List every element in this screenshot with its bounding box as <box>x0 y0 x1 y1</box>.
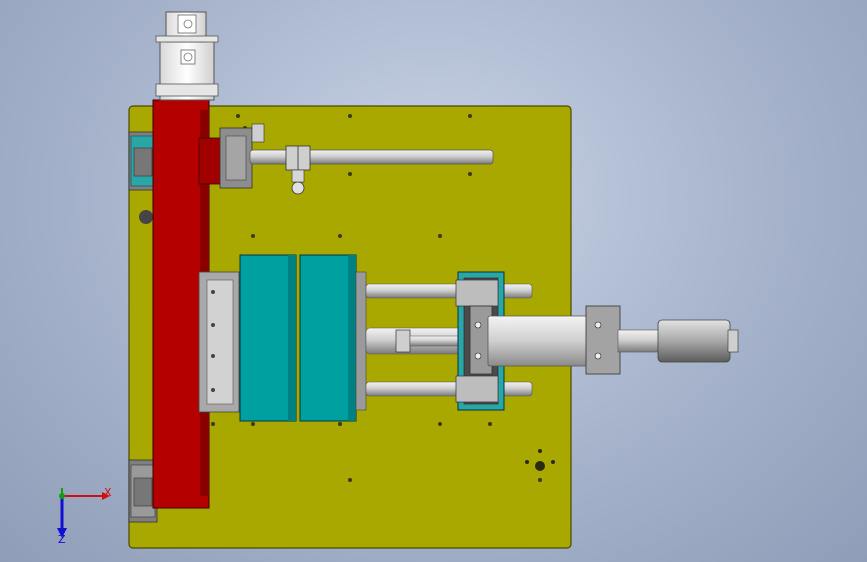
axis-z-label: Z <box>58 533 66 546</box>
guide-rod-top[interactable] <box>365 283 533 299</box>
guide-rod-bottom[interactable] <box>365 381 533 397</box>
left-bracket-bottom[interactable] <box>128 459 158 523</box>
axis-x-label: X <box>104 486 112 499</box>
plate-dowel-pattern <box>139 210 555 471</box>
fixed-platen[interactable] <box>198 271 240 413</box>
mold-block-left[interactable] <box>239 254 297 422</box>
mold-block-right[interactable] <box>299 254 367 422</box>
pneumatic-cylinder[interactable] <box>469 305 739 375</box>
servo-motor[interactable] <box>155 11 219 101</box>
coordinate-triad-icon: X Z <box>44 478 124 548</box>
piston-rod-center[interactable] <box>365 327 467 355</box>
upper-guide-rod[interactable] <box>219 123 494 195</box>
